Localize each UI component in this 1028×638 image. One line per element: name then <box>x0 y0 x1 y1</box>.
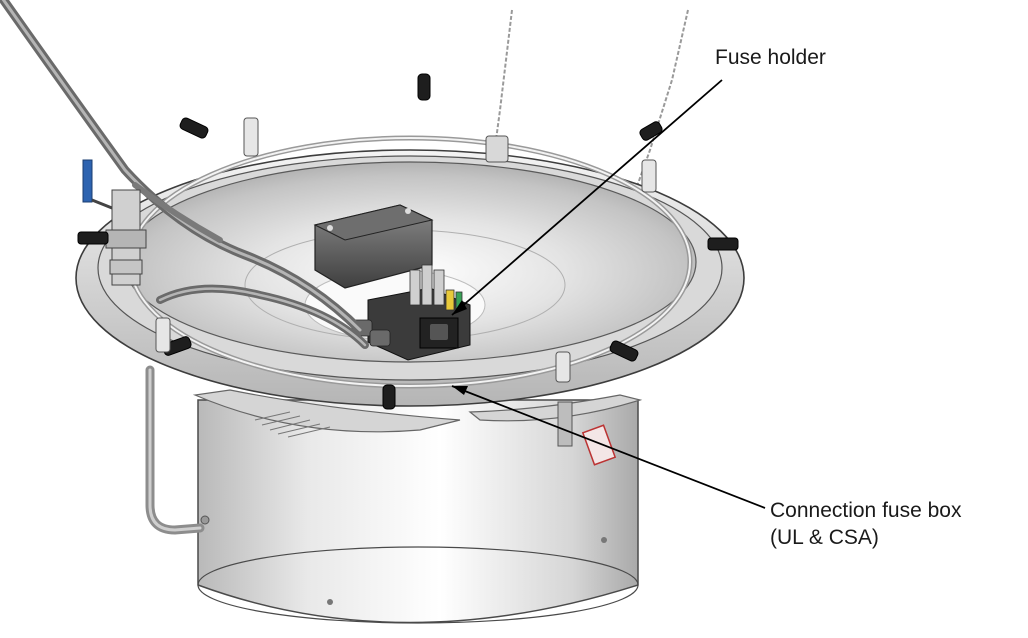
bumper <box>77 231 109 245</box>
screw <box>601 537 607 543</box>
pipe-fitting <box>200 515 210 525</box>
fuse-holder-arrowhead <box>452 300 467 315</box>
bumper <box>707 237 739 251</box>
cables <box>0 0 369 349</box>
cylinder-bottom-edge <box>197 546 639 624</box>
screw <box>327 599 333 605</box>
chain-left <box>495 9 513 141</box>
valve-handle <box>82 159 93 203</box>
bumper <box>639 121 663 141</box>
connection-box-arrowhead <box>452 386 468 395</box>
fuse-holder-label: Fuse holder <box>715 46 826 69</box>
connection-fuse-box-label: Connection fuse box (UL & CSA) <box>770 497 961 551</box>
side-conduit-pipe <box>145 365 205 535</box>
fuse-holder-leader-line <box>451 79 723 316</box>
connection-fuse-box-label-line1: Connection fuse box <box>770 499 962 522</box>
valve-assembly <box>82 159 147 286</box>
fuse-holder-terminals <box>409 264 463 311</box>
connection-fuse-box-label-line2: (UL & CSA) <box>770 526 879 549</box>
bumper <box>179 117 209 139</box>
bumper <box>382 384 396 410</box>
bumper <box>417 73 431 101</box>
fan-blades <box>192 389 643 438</box>
bumper <box>609 340 639 362</box>
connection-box-leader-line <box>451 385 766 509</box>
fuse-box <box>351 264 471 361</box>
fan-housing-cylinder <box>197 399 639 624</box>
rail-brackets <box>155 117 657 447</box>
rim-bumpers <box>77 73 739 410</box>
warning-label <box>581 424 617 466</box>
